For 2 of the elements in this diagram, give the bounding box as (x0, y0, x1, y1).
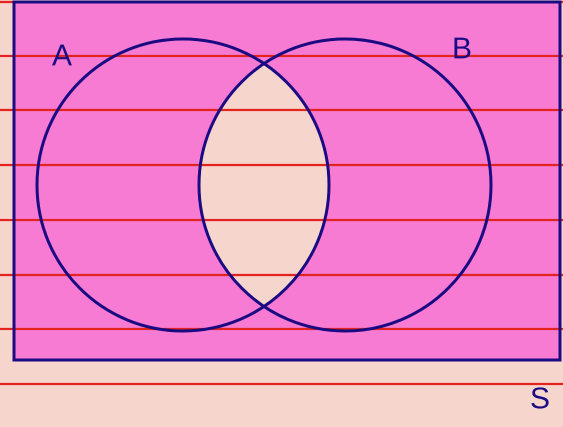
set-label: S (531, 387, 549, 409)
set-label: B (454, 38, 470, 58)
